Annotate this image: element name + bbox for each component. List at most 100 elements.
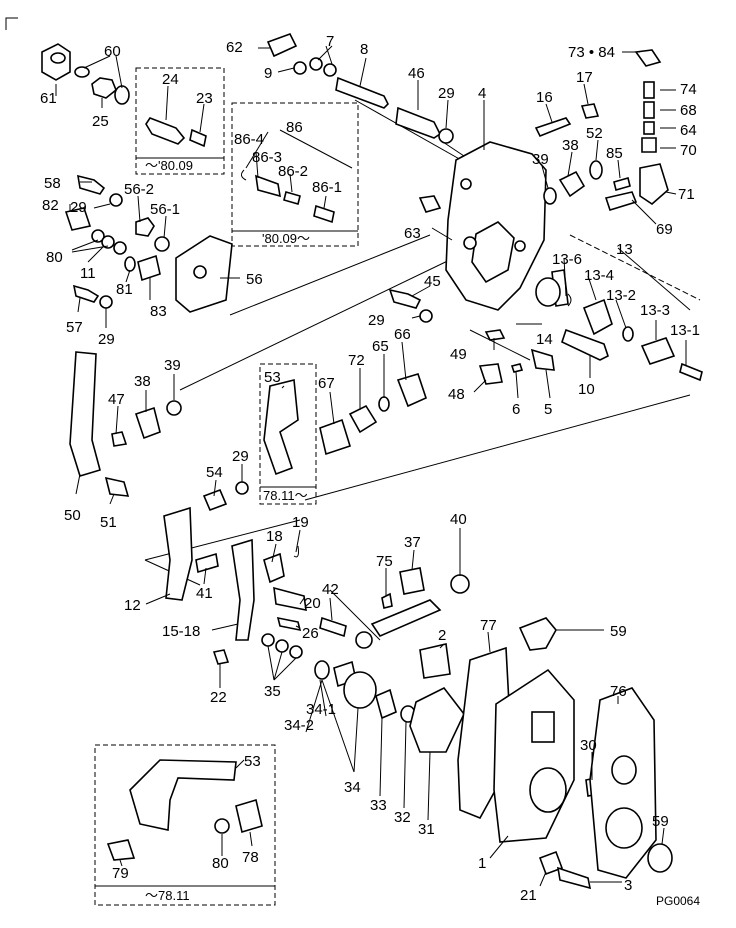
label-86-4: 86-4	[234, 131, 264, 148]
part-7-washer	[309, 57, 323, 71]
part-49-plate	[484, 329, 506, 341]
label-3: 3	[624, 877, 632, 894]
part-71-lever	[639, 163, 669, 206]
label-86: 86	[286, 119, 303, 136]
part-17-plug	[580, 103, 600, 119]
part-18-lever	[263, 552, 285, 584]
part-85-screw	[613, 177, 631, 191]
part-29-washer-e	[235, 481, 249, 495]
part-13-3-spring	[640, 337, 676, 365]
part-47-nut	[111, 431, 128, 447]
label-42: 42	[322, 581, 339, 598]
label-48: 48	[448, 386, 465, 403]
label-13-2: 13-2	[606, 287, 636, 304]
part-86-4-clip	[240, 169, 247, 181]
label-65: 65	[372, 338, 389, 355]
label-66: 66	[394, 326, 411, 343]
part-42-spring	[319, 616, 347, 638]
label-57: 57	[66, 319, 83, 336]
part-69-shaft	[604, 191, 638, 211]
label-47: 47	[108, 391, 125, 408]
label-56-1: 56-1	[150, 201, 180, 218]
label-62: 62	[226, 39, 243, 56]
label-34-1: 34-1	[306, 701, 336, 718]
part-5-pin	[530, 348, 555, 371]
label-13-4: 13-4	[584, 267, 614, 284]
part-13-4-spring	[582, 298, 613, 336]
part-31-flyweight	[409, 686, 465, 753]
label-81: 81	[116, 281, 133, 298]
part-46-screw	[395, 106, 442, 139]
inset-box-53: 78.11～	[259, 363, 317, 505]
label-32: 32	[394, 809, 411, 826]
part-13-2-washer	[622, 326, 634, 342]
part-37-shaft	[370, 599, 442, 637]
part-11-washer	[91, 229, 105, 243]
part-10-screw	[561, 328, 609, 361]
label-72: 72	[348, 352, 365, 369]
label-73-84: 73 • 84	[568, 44, 615, 61]
label-40: 40	[450, 511, 467, 528]
part-12-lever	[163, 506, 193, 601]
part-59-washer-b	[647, 843, 673, 873]
label-56: 56	[246, 271, 263, 288]
part-34-2-washer	[314, 660, 330, 680]
label-11: 11	[80, 265, 96, 282]
label-80-a: 80	[46, 249, 63, 266]
label-13-3: 13-3	[640, 302, 670, 319]
label-86-2: 86-2	[278, 163, 308, 180]
diagram-code: PG0064	[656, 894, 700, 908]
part-58-bolt	[77, 174, 106, 195]
label-17: 17	[576, 69, 593, 86]
part-80-washer-b	[214, 818, 230, 834]
label-75: 75	[376, 553, 393, 570]
part-23-spring	[189, 128, 207, 148]
part-64-spring	[643, 121, 655, 135]
label-2: 2	[438, 627, 446, 644]
label-45: 45	[424, 273, 441, 290]
part-60-washer-b	[114, 85, 130, 105]
part-34-ring	[343, 671, 377, 709]
label-13: 13	[616, 241, 633, 258]
label-33: 33	[370, 797, 387, 814]
part-26-pin	[276, 616, 302, 632]
label-31: 31	[418, 821, 435, 838]
part-68-spring	[643, 101, 655, 119]
part-79-bolt	[106, 839, 136, 861]
label-67: 67	[318, 375, 335, 392]
part-29-washer-c	[438, 128, 454, 144]
label-20: 20	[304, 595, 321, 612]
part-29-washer-b	[99, 295, 113, 309]
label-22: 22	[210, 689, 227, 706]
part-24-screw	[145, 117, 186, 145]
part-37-lever	[399, 567, 425, 595]
part-19-clip	[293, 545, 299, 558]
label-29-a: 29	[438, 85, 455, 102]
inset-box-53b: ～78.11	[94, 744, 276, 906]
label-46: 46	[408, 65, 425, 82]
box-53-date: 78.11～	[263, 488, 308, 503]
part-3-bolt	[556, 866, 592, 890]
part-81-oring	[124, 256, 136, 272]
label-71: 71	[678, 186, 695, 203]
part-52-ring	[589, 160, 603, 180]
label-59-b: 59	[652, 813, 669, 830]
label-10: 10	[578, 381, 595, 398]
label-1: 1	[478, 855, 486, 872]
label-29-c: 29	[98, 331, 115, 348]
part-38-bush-a	[558, 170, 586, 198]
part-70-plunger	[641, 137, 657, 153]
label-29-d: 29	[368, 312, 385, 329]
part-7-washer-b	[323, 63, 337, 77]
label-5: 5	[544, 401, 552, 418]
part-73-84-cap	[634, 49, 662, 67]
label-30: 30	[580, 737, 597, 754]
label-83: 83	[150, 303, 167, 320]
label-53-a: 53	[264, 369, 281, 386]
label-76: 76	[610, 683, 627, 700]
part-57-bolt	[72, 284, 100, 303]
part-53-plate-b	[129, 759, 237, 831]
box-53b-date: ～78.11	[145, 888, 190, 903]
part-6-pin	[510, 363, 524, 373]
label-50: 50	[64, 507, 81, 524]
